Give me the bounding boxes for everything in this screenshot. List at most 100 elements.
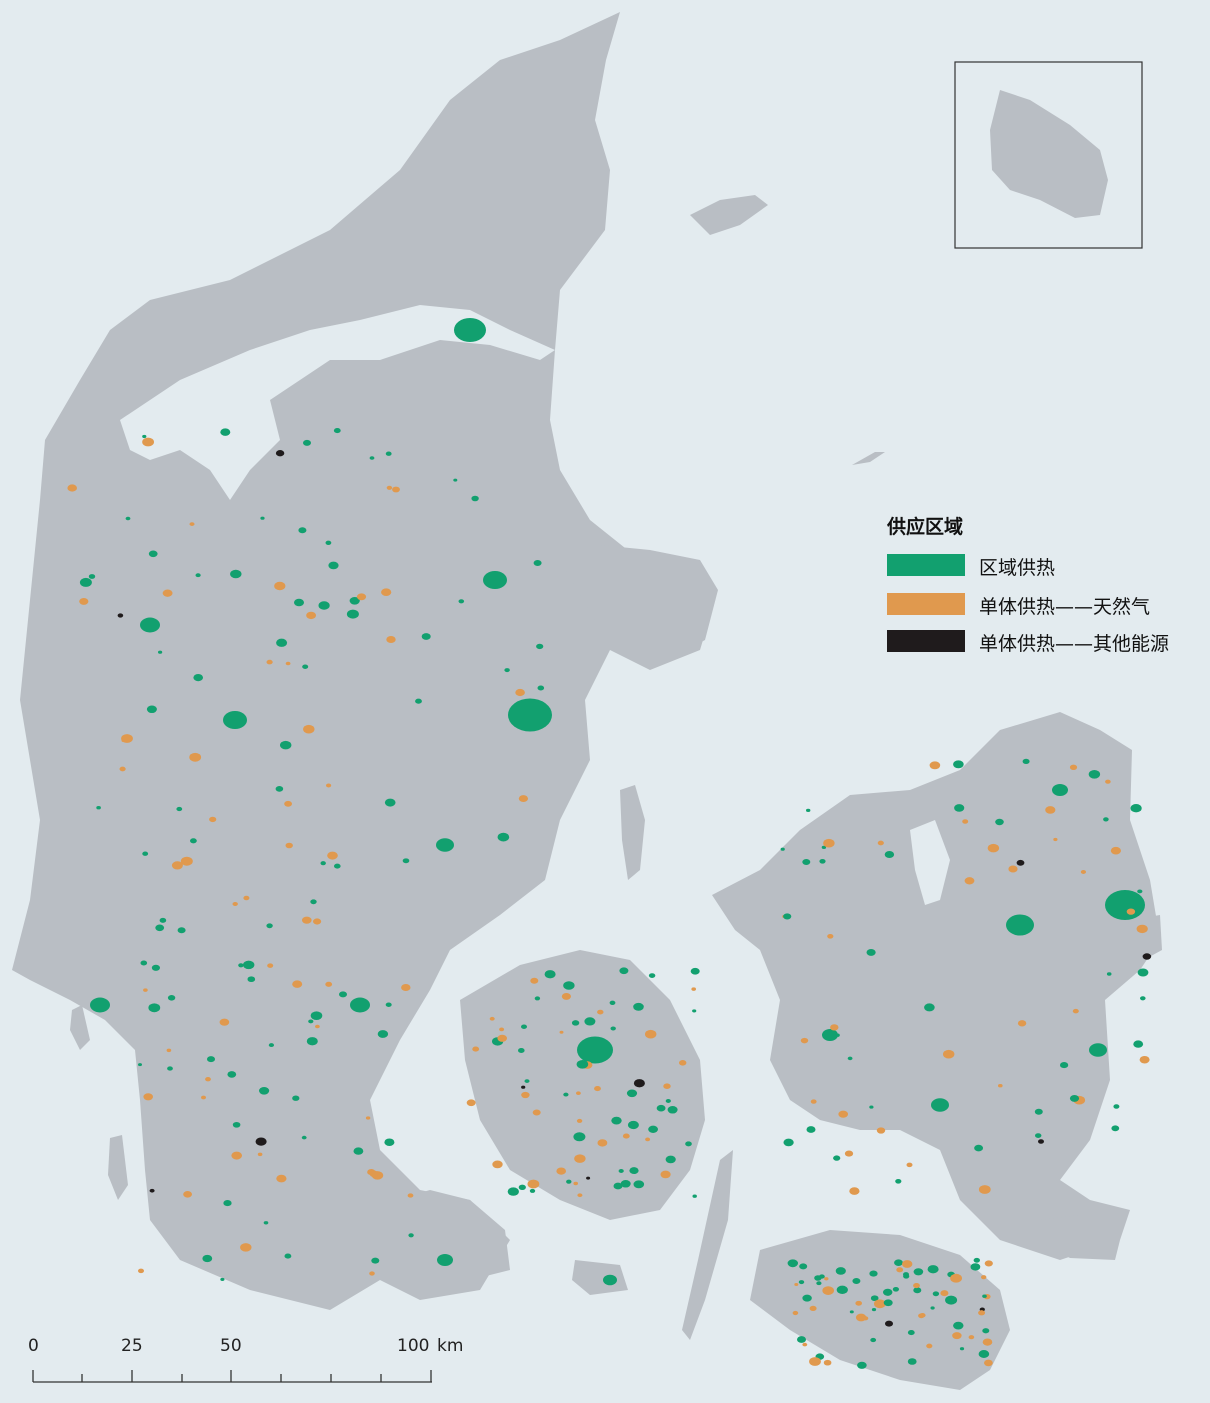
gas-heating-area xyxy=(292,980,303,988)
other-heating-area xyxy=(633,1079,645,1088)
district-heating-area xyxy=(259,1086,270,1095)
district-heating-area xyxy=(454,318,486,342)
gas-heating-area xyxy=(284,800,292,807)
gas-heating-area xyxy=(369,1271,375,1276)
district-heating-area xyxy=(284,1253,292,1259)
gas-heating-area xyxy=(950,1273,962,1283)
district-heating-area xyxy=(995,818,1004,826)
gas-heating-area xyxy=(645,1029,657,1039)
district-heating-area xyxy=(436,838,454,852)
gas-heating-area xyxy=(209,816,217,823)
gas-heating-area xyxy=(232,901,238,907)
gas-heating-area xyxy=(407,1193,414,1198)
district-heating-area xyxy=(1089,1043,1107,1057)
district-heating-area xyxy=(140,960,148,966)
district-heating-area xyxy=(349,596,360,605)
scale-bar xyxy=(32,1370,432,1383)
gas-heating-area xyxy=(285,842,293,849)
district-heating-area xyxy=(1035,1133,1042,1138)
district-heating-area xyxy=(298,527,307,534)
district-heating-area xyxy=(276,638,288,647)
district-heating-area xyxy=(350,997,370,1013)
district-heating-area xyxy=(571,1020,580,1026)
gas-heating-area xyxy=(1126,908,1136,915)
district-heating-area xyxy=(275,786,284,792)
gas-heating-area xyxy=(386,485,393,490)
gas-heating-area xyxy=(365,1116,371,1120)
district-heating-area xyxy=(1106,972,1112,976)
district-heating-area xyxy=(619,967,629,975)
district-heating-area xyxy=(822,1029,838,1041)
gas-heating-area xyxy=(802,1342,808,1347)
district-heating-area xyxy=(306,1037,318,1046)
gas-heating-area xyxy=(622,1133,630,1139)
other-heating-area xyxy=(521,1085,526,1089)
district-heating-area xyxy=(626,1089,638,1098)
district-heating-area xyxy=(142,434,147,439)
als-island xyxy=(395,1190,510,1280)
district-heating-area xyxy=(883,1288,893,1296)
district-heating-area xyxy=(334,863,341,869)
district-heating-area xyxy=(1137,889,1143,894)
gas-heating-area xyxy=(189,522,195,526)
district-heating-area xyxy=(884,850,895,859)
jutland-land xyxy=(12,12,715,1310)
gas-heating-area xyxy=(561,992,572,1000)
district-heating-area xyxy=(384,1138,395,1146)
gas-heating-area xyxy=(472,1046,480,1052)
district-heating-area xyxy=(903,1272,909,1277)
district-heating-area xyxy=(320,861,326,866)
limfjord-water xyxy=(120,305,555,500)
district-heating-area xyxy=(159,917,167,923)
gas-heating-area xyxy=(691,987,696,991)
district-heating-area xyxy=(497,832,510,842)
district-heating-area xyxy=(280,740,292,750)
gas-heating-area xyxy=(978,1185,991,1194)
district-heating-area xyxy=(421,633,431,640)
gas-heating-area xyxy=(679,1060,687,1066)
district-heating-area xyxy=(852,1278,861,1284)
gas-heating-area xyxy=(576,1091,581,1095)
district-heating-area xyxy=(1022,758,1030,765)
district-heating-area xyxy=(1034,1108,1043,1115)
district-heating-area xyxy=(610,1026,616,1031)
district-heating-area xyxy=(471,495,479,502)
gas-heating-area xyxy=(267,963,274,968)
district-heating-area xyxy=(328,561,339,570)
district-heating-area xyxy=(318,601,330,610)
gas-heating-area xyxy=(326,783,332,788)
district-heating-area xyxy=(982,1294,987,1298)
district-heating-area xyxy=(524,1079,530,1083)
district-heating-area xyxy=(529,1188,536,1193)
district-heating-area xyxy=(821,845,827,850)
district-heating-area xyxy=(333,428,341,434)
district-heating-area xyxy=(924,1003,935,1012)
district-heating-area xyxy=(563,981,575,990)
district-heating-area xyxy=(177,927,186,934)
gas-heating-area xyxy=(201,1095,206,1100)
district-heating-area xyxy=(195,573,201,578)
isefjord-water xyxy=(910,820,950,905)
amager-island xyxy=(1128,915,1162,962)
gas-heating-area xyxy=(576,1118,583,1123)
district-heating-area xyxy=(833,1155,841,1161)
district-heating-area xyxy=(913,1287,922,1294)
district-heating-area xyxy=(263,1221,269,1225)
gas-heating-area xyxy=(855,1300,862,1306)
gas-heating-area xyxy=(660,1170,671,1179)
gas-heating-area xyxy=(521,1091,530,1099)
district-heating-area xyxy=(385,1002,392,1007)
scale-label-100: 100 xyxy=(397,1336,430,1356)
district-heating-area xyxy=(780,847,785,851)
district-heating-area xyxy=(685,1141,692,1147)
legend-label: 单体供热——其他能源 xyxy=(979,633,1170,655)
district-heating-area xyxy=(537,685,545,691)
district-heating-area xyxy=(953,760,964,769)
district-heating-area xyxy=(627,1120,639,1130)
district-heating-area xyxy=(1006,914,1034,936)
district-heating-area xyxy=(415,698,422,704)
bornholm-inset-frame xyxy=(954,61,1143,249)
gas-heating-area xyxy=(940,1290,949,1297)
